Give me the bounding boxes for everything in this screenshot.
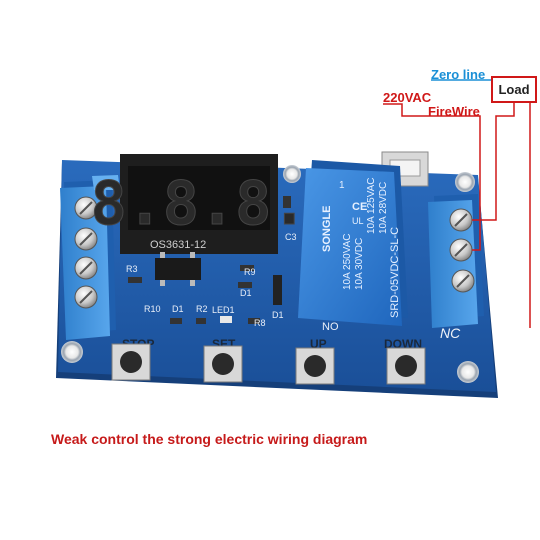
silk-d1-mid: D1 [172,304,184,314]
left-terminal-screws [74,196,98,309]
diagram-caption: Weak control the strong electric wiring … [51,431,368,447]
relay-pin-1-label: 1 [339,180,345,191]
relay-mark-ul: UL [352,216,364,226]
push-buttons: STOP SET UP DOWN [111,337,426,385]
ac-input-wire [383,103,481,251]
smd-components [128,196,291,324]
ac-voltage-label: 220VAC [383,90,432,105]
silkscreen-labels: R3 R9 D1 R10 D1 R2 LED1 R8 D1 C3 NO NC [126,232,461,341]
silk-d1-left: D1 [240,288,252,298]
firewire-label: FireWire [428,104,480,119]
silk-no: NO [322,321,339,333]
relay-model: SRD-05VDC-SL-C [389,227,401,318]
silk-c3: C3 [285,232,297,242]
relay-rating-4: 10A 28VDC [378,182,389,234]
silk-r8: R8 [254,318,266,328]
set-button[interactable]: SET [203,337,243,383]
down-button[interactable]: DOWN [384,337,426,385]
display-digits: 8.8.8. [91,169,308,239]
wiring-lines [383,79,531,328]
display-model: OS3631-12 [150,239,206,251]
silk-nc: NC [440,325,461,341]
silk-r10: R10 [144,304,161,314]
silk-led1: LED1 [212,305,235,315]
stop-button[interactable]: STOP [111,337,154,381]
mounting-hole [283,165,301,183]
seven-segment-display: 8.8.8. OS3631-12 [90,154,308,254]
relay-rating-1: 10A 250VAC [342,233,353,290]
relay-rating-2: 10A 30VDC [354,238,365,290]
zero-line-label: Zero line [431,67,486,82]
load-box: Load [491,76,537,103]
relay-rating-3: 10A 125VAC [366,177,377,234]
mounting-hole [61,341,83,363]
silk-r9: R9 [244,267,256,277]
mounting-hole [457,361,479,383]
silk-r3: R3 [126,264,138,274]
mounting-hole [455,172,475,192]
right-terminal-screws [449,208,475,293]
relay-mark-ce: CE [352,201,367,213]
up-button[interactable]: UP [295,337,335,385]
relay-brand: SONGLE [321,206,333,252]
load-wire [472,103,515,221]
ic-chip [155,252,201,286]
relay: 1 SONGLE 10A 250VAC 10A 30VDC 10A 125VAC… [298,160,408,326]
silk-r2: R2 [196,304,208,314]
silk-d1-right: D1 [272,310,284,320]
